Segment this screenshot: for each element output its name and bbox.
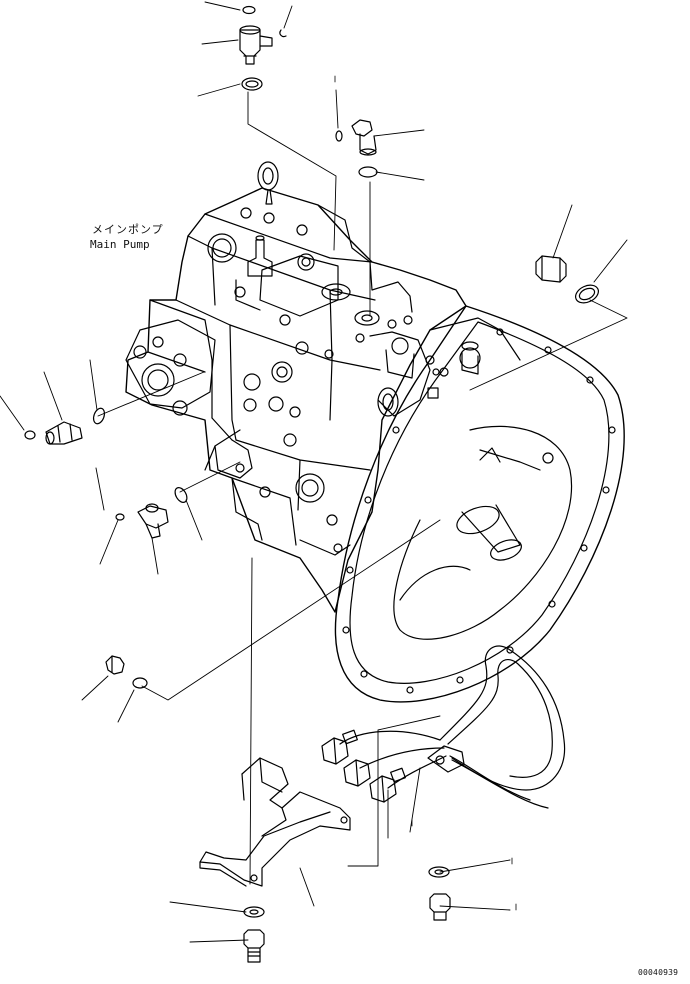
washer-icon bbox=[429, 867, 449, 877]
wiring-harness bbox=[322, 646, 565, 808]
o-ring-icon bbox=[573, 282, 602, 307]
o-ring-icon bbox=[116, 514, 124, 520]
main-pump-body bbox=[126, 162, 520, 612]
o-ring-icon bbox=[336, 131, 342, 141]
plug-icon bbox=[536, 256, 566, 282]
bolt-icon bbox=[430, 894, 450, 920]
elbow-fitting-icon bbox=[138, 504, 168, 538]
drawing-id: 00040939 bbox=[638, 968, 679, 977]
o-ring-icon bbox=[173, 486, 190, 505]
o-ring-icon bbox=[359, 167, 377, 177]
elbow-fitting-icon bbox=[352, 120, 376, 155]
component-label-japanese: メインポンプ bbox=[92, 223, 164, 236]
elbow-fitting-icon bbox=[240, 26, 272, 64]
component-label-english: Main Pump bbox=[90, 238, 150, 251]
o-ring-icon bbox=[243, 7, 255, 14]
clip-icon bbox=[280, 30, 286, 37]
o-ring-icon bbox=[133, 678, 147, 688]
bolt-icon bbox=[244, 930, 264, 962]
connector-icon bbox=[370, 768, 405, 802]
mounting-bracket bbox=[200, 758, 350, 886]
o-ring-icon bbox=[25, 431, 35, 439]
bell-housing-flange bbox=[335, 306, 624, 702]
connector-icon bbox=[344, 760, 370, 786]
connector-icon bbox=[322, 730, 357, 764]
washer-icon bbox=[244, 907, 264, 917]
callout-ticks bbox=[335, 76, 516, 910]
plug-icon bbox=[106, 656, 124, 674]
o-ring-icon bbox=[92, 407, 107, 425]
o-ring-icon bbox=[242, 78, 262, 90]
harness-clip-icon bbox=[428, 746, 464, 772]
elbow-fitting-icon bbox=[46, 422, 82, 444]
leader-lines bbox=[0, 2, 627, 942]
